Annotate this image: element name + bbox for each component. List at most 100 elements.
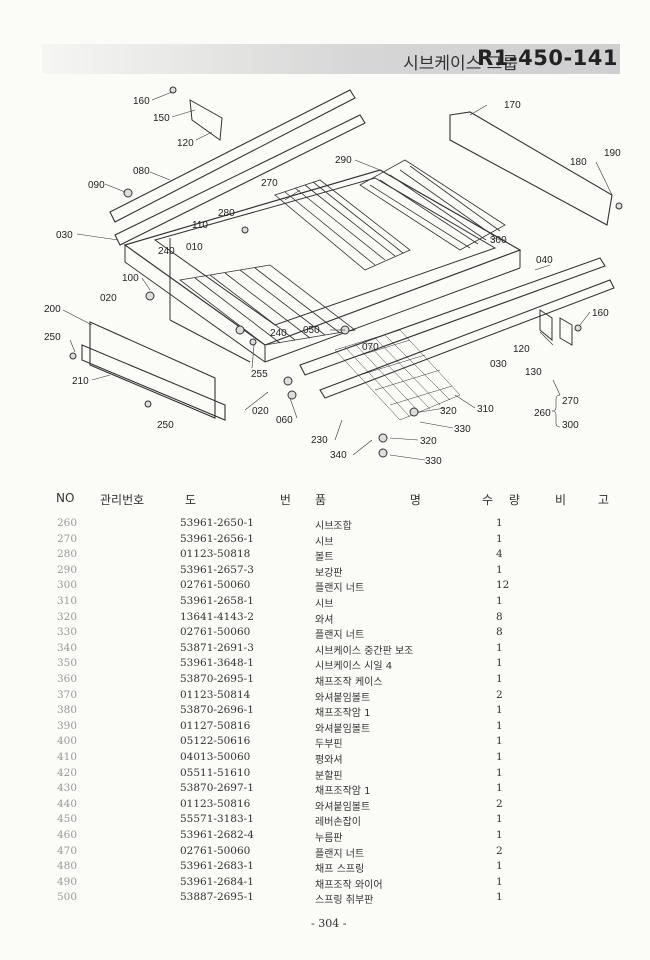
part-name: 누름판 [315,833,343,844]
callout-label: 060 [276,415,293,426]
callout-label: 320 [440,406,457,417]
part-no-index: 350 [57,657,78,670]
part-number: 53870-2695-1 [180,673,254,685]
side-rails [109,89,615,399]
part-number: 01123-50816 [180,797,251,810]
group-brace [551,394,561,428]
part-name: 채프조작 케이스 [315,677,383,688]
cover-plate [449,111,613,226]
part-number: 53961-3648-1 [180,657,254,670]
quantity: 1 [496,875,503,888]
quantity: 4 [496,548,503,561]
part-no-index: 370 [57,688,78,701]
part-no-index: 450 [57,813,78,826]
fasteners [69,86,623,458]
part-number: 53961-2658-1 [180,595,254,607]
callout-label: 120 [513,344,530,355]
quantity: 1 [496,719,503,732]
quantity: 1 [496,782,503,795]
part-number: 53961-2684-1 [180,875,254,888]
callout-label: 260 [534,408,551,419]
page-number: - 304 - [311,917,347,930]
part-name: 와셔 [315,614,334,626]
part-name: 시브조합 [315,521,352,532]
part-name: 평와셔 [315,755,343,766]
quantity: 12 [496,579,510,592]
part-no-index: 490 [57,875,78,888]
callout-label: 290 [335,155,352,166]
header-qty: 수 량 [482,493,526,507]
part-no-index: 330 [57,626,78,639]
part-name: 와셔붙임볼트 [315,692,371,704]
part-number: 53871-2691-3 [180,641,254,654]
callout-label: 300 [562,420,579,431]
table-row: 410 04013-50060 평와셔 1 [0,751,650,767]
quantity: 2 [496,844,503,857]
part-no-index: 420 [57,766,78,779]
callout-label: 160 [592,308,609,319]
part-no-index: 400 [57,735,78,748]
part-number: 13641-4143-2 [180,610,254,623]
part-number: 53961-2656-1 [180,532,254,545]
callout-label: 070 [362,342,379,353]
quantity: 1 [496,735,503,748]
part-name: 플랜지 너트 [315,630,365,642]
part-number: 01127-50816 [180,719,251,732]
header-no: NO [56,491,75,505]
part-no-index: 290 [57,563,78,576]
quantity: 1 [496,673,503,685]
quantity: 8 [496,610,503,623]
part-number: 53870-2697-1 [180,782,254,795]
callout-label: 320 [420,436,437,447]
callout-label: 020 [100,293,117,304]
part-name: 시브 [315,536,334,548]
part-no-index: 500 [57,891,78,904]
callout-label: 180 [570,157,587,168]
quantity: 1 [496,704,503,717]
callout-label: 090 [88,180,105,191]
callout-labels: 160 150 120 080 090 030 240 110 280 010 … [44,96,621,467]
quantity: 1 [496,751,503,763]
part-name: 채프 스프링 [315,864,365,876]
callout-label: 240 [158,246,175,257]
part-name: 와셔붙임볼트 [315,801,371,813]
header-drawing: 도 번 [185,493,331,507]
part-number: 55571-3183-1 [180,813,254,826]
quantity: 1 [496,860,503,873]
quantity: 1 [496,657,503,670]
part-no-index: 300 [57,579,78,592]
part-name: 볼트 [315,552,334,564]
part-no-index: 380 [57,704,78,717]
callout-label: 110 [192,220,208,231]
callout-label: 250 [157,420,174,431]
quantity: 8 [496,626,503,639]
quantity: 1 [496,532,503,545]
callout-label: 010 [186,242,203,253]
group-code: R1-450-141 [477,46,618,70]
part-no-index: 430 [57,782,78,795]
exploded-parts-diagram: 160 150 120 080 090 030 240 110 280 010 … [44,86,623,467]
part-no-index: 410 [57,751,78,763]
quantity: 1 [496,595,503,607]
quantity: 2 [496,688,503,701]
part-number: 05511-51610 [180,766,251,779]
part-number: 53870-2696-1 [180,704,254,717]
part-number: 04013-50060 [180,751,251,763]
sieve-grate [274,179,411,271]
part-number: 02761-50060 [180,844,251,857]
callout-label: 150 [153,113,170,124]
callout-label: 255 [251,369,268,380]
quantity: 1 [496,563,503,576]
part-no-index: 280 [57,548,78,561]
